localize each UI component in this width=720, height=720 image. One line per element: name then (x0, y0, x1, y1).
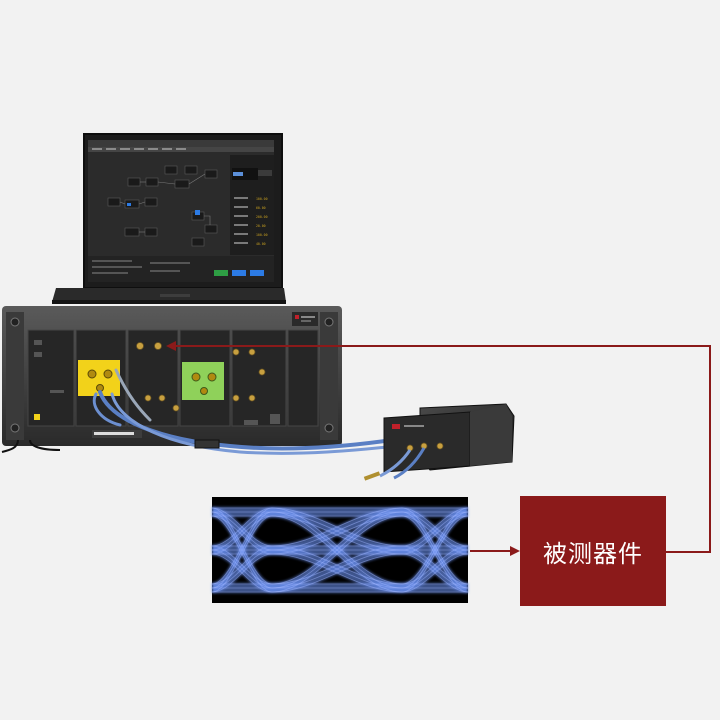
sidebar-readout-5: 100.00 (256, 233, 268, 237)
eye-trace-core (401, 553, 469, 593)
green-module-panel (182, 362, 224, 400)
yellow-module-panel (78, 360, 120, 396)
eye-trace-core (401, 515, 469, 555)
eye-trace-core (211, 553, 273, 593)
eye-trace-core (401, 511, 469, 551)
eye-trace-core (401, 549, 469, 589)
sidebar-readout-3: 200.00 (256, 215, 268, 219)
return-arrow (166, 341, 711, 553)
sidebar-readout-6: 40.00 (256, 242, 266, 246)
dut-box (520, 496, 666, 606)
eye-trace-core (271, 511, 403, 551)
oscilloscope-chassis (1, 306, 342, 453)
eye-diagram (211, 497, 469, 603)
eye-trace-core (271, 553, 403, 593)
eye-trace-core (401, 545, 469, 585)
eye-trace-core (401, 511, 469, 589)
laptop: 100.00 60.00 200.00 20.00 100.00 40.00 (52, 133, 286, 304)
sidebar-readout-1: 100.00 (256, 197, 268, 201)
eye-trace-core (401, 507, 469, 585)
eye-trace-core (401, 507, 469, 547)
eye-trace-core (211, 507, 273, 547)
block-diagram-canvas (107, 165, 218, 247)
eye-trace-core (271, 545, 403, 585)
eye-trace-core (271, 515, 403, 555)
eye-trace-core (271, 507, 403, 585)
eye-trace-core (211, 549, 273, 589)
eye-trace-core (211, 507, 273, 585)
eye-trace-core (211, 515, 273, 555)
eye-trace-core (271, 511, 403, 589)
eye-trace-core (401, 515, 469, 593)
eye-trace-core (211, 511, 273, 589)
remote-sampling-head (363, 403, 515, 481)
signal-arrows (166, 341, 711, 556)
eye-trace-core (271, 507, 403, 547)
eye-trace-core (211, 515, 273, 593)
eye-trace-core (271, 515, 403, 593)
laptop-screen: 100.00 60.00 200.00 20.00 100.00 40.00 (88, 140, 274, 282)
eye-trace-core (271, 549, 403, 589)
sidebar-readout-4: 20.00 (256, 224, 266, 228)
eye-trace-core (211, 511, 273, 551)
coax-cables (92, 368, 398, 455)
eye-trace-core (211, 545, 273, 585)
laptop-sidebar: 100.00 60.00 200.00 20.00 100.00 40.00 (230, 155, 274, 255)
sidebar-readout-2: 60.00 (256, 206, 266, 210)
